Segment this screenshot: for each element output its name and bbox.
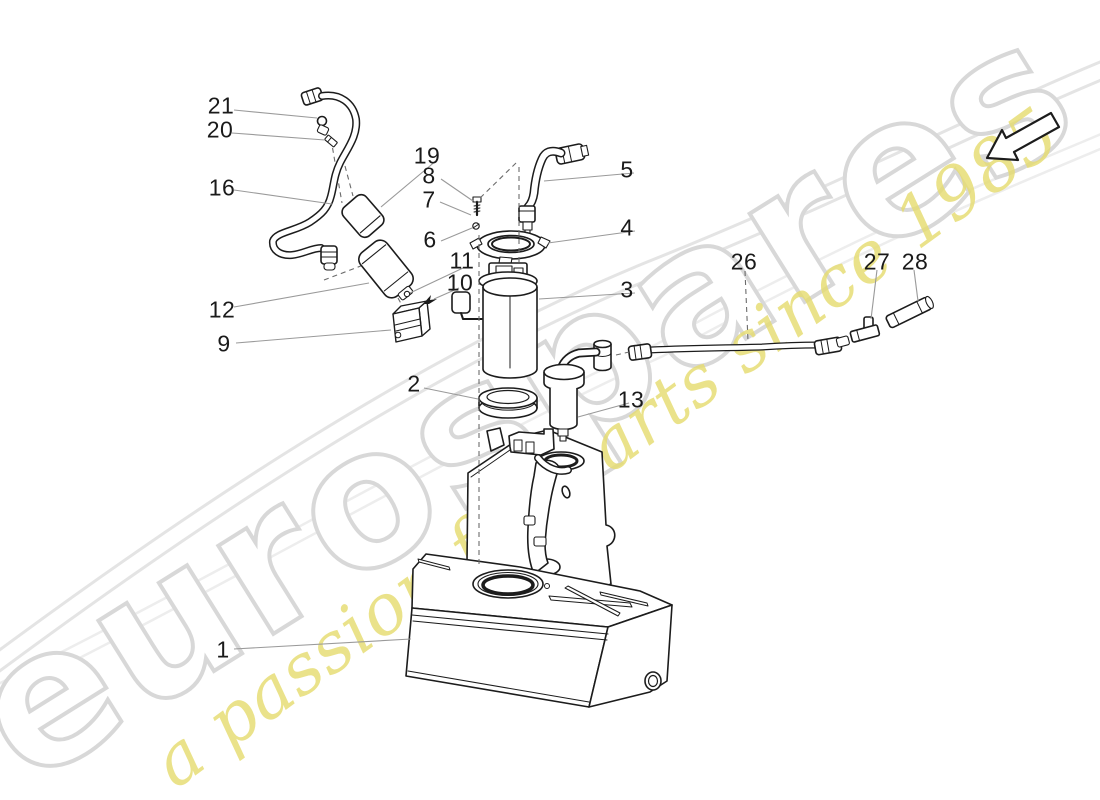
part-label-2: 2	[407, 370, 421, 397]
swoosh-curves	[0, 60, 1100, 700]
part-19-canister	[341, 193, 385, 239]
view-direction-arrow-icon	[985, 111, 1061, 162]
part-26-hose	[627, 336, 843, 361]
part-label-28: 28	[901, 248, 929, 275]
part-label-5: 5	[620, 156, 634, 183]
part-27-t-fitting	[835, 316, 881, 348]
part-label-8: 8	[422, 162, 436, 189]
part-5-hose	[518, 143, 590, 236]
fuel-hose-16	[268, 87, 361, 271]
assembly-dashed-lines-back	[323, 138, 407, 314]
part-28-tube	[885, 295, 934, 329]
part-label-9: 9	[217, 330, 231, 357]
fuel-tank-exploded-drawing	[268, 87, 1061, 708]
part-4-mounting-flange	[469, 230, 551, 265]
part-7-screw	[472, 222, 480, 230]
part-21-valve	[316, 115, 330, 136]
install-direction-arrow-icon	[423, 295, 437, 304]
part-label-12: 12	[208, 296, 236, 323]
part-label-21: 21	[207, 92, 235, 119]
part-3-fuel-pump	[451, 262, 538, 379]
part-label-3: 3	[620, 276, 634, 303]
part-label-16: 16	[208, 174, 236, 201]
assembly-dashed-lines-front	[476, 162, 749, 565]
part-8-bolt	[472, 196, 482, 217]
part-20-clip	[324, 134, 338, 148]
part-2-gasket-ring	[478, 387, 538, 419]
part-label-19: 19	[413, 142, 441, 169]
fuel-tank-body	[405, 553, 673, 708]
part-13-filter-unit	[543, 339, 612, 442]
leader-lines	[231, 109, 919, 650]
part-label-6: 6	[423, 226, 437, 253]
part-label-7: 7	[422, 186, 436, 213]
part-label-26: 26	[730, 248, 758, 275]
part-label-4: 4	[620, 214, 634, 241]
part-label-1: 1	[216, 636, 230, 663]
part-9-relay	[392, 300, 431, 343]
part-label-27: 27	[863, 248, 891, 275]
part-label-20: 20	[206, 116, 234, 143]
part-11-screw	[403, 290, 411, 298]
part-label-10: 10	[446, 269, 474, 296]
part-label-11: 11	[449, 247, 475, 274]
part-label-13: 13	[617, 386, 645, 413]
part-12-filter	[358, 239, 414, 301]
